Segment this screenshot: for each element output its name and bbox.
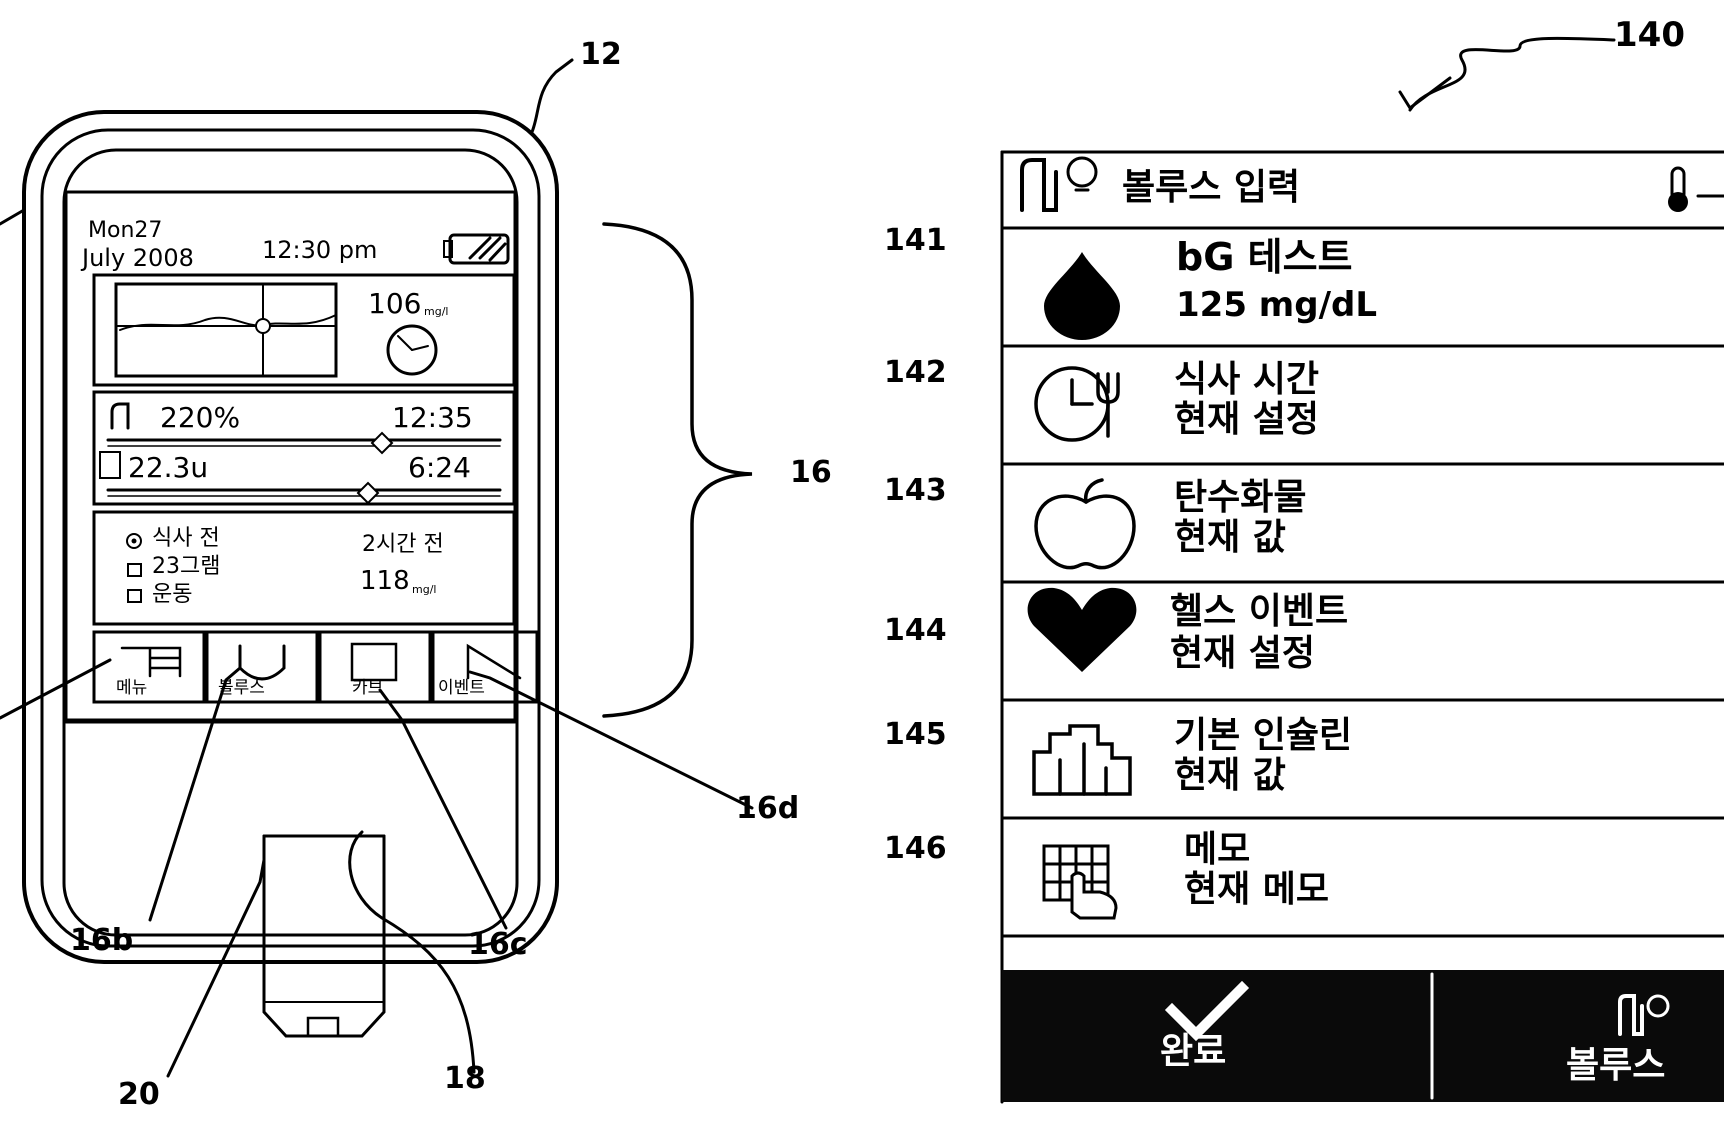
slider-knob-1 <box>370 431 394 455</box>
device-date-day: Mon27 <box>88 218 163 243</box>
event-panel <box>92 510 516 626</box>
battery-icon <box>448 233 510 265</box>
meter-device <box>0 110 559 1038</box>
device-time: 12:30 pm <box>262 236 378 264</box>
event-flag-icon <box>466 643 522 680</box>
ref-144: 144 <box>884 613 947 648</box>
device-outer-shell <box>22 110 559 964</box>
item-carbs-value: 현재 값 <box>1174 517 1286 558</box>
item-carbs-title[interactable]: 탄수화물 <box>1174 477 1307 518</box>
basal-rate-icon <box>110 402 130 430</box>
item-bg-test-value: 125 mg/dL <box>1176 285 1377 325</box>
bolus-time: 6:24 <box>408 451 471 484</box>
glucose-value: 106 <box>368 287 422 320</box>
basal-insulin-icon <box>1032 724 1132 796</box>
strip-contact <box>306 1016 340 1038</box>
trend-panel <box>92 273 516 387</box>
trend-graph <box>114 282 338 378</box>
basal-time: 12:35 <box>392 401 473 434</box>
hours-ago-label: 2시간 전 <box>362 532 444 557</box>
bolus-panel <box>92 390 516 506</box>
basal-percent: 220% <box>160 401 241 434</box>
bolus-u-icon <box>238 644 286 681</box>
option-before-meal: 식사 전 <box>152 526 220 551</box>
item-memo-value: 현재 메모 <box>1184 869 1330 910</box>
device-date-month: July 2008 <box>82 244 194 272</box>
slider-knob-2 <box>356 481 380 505</box>
tab-carb[interactable] <box>318 630 432 704</box>
device-bezel <box>62 148 519 937</box>
device-inner-shell <box>40 128 541 948</box>
glucose-unit: mg/l <box>424 305 449 318</box>
bolus-header-icon <box>1020 158 1058 212</box>
item-health-event-value: 현재 설정 <box>1170 633 1316 674</box>
clock-icon <box>386 324 438 376</box>
bracket-16 <box>602 222 753 718</box>
tab-event[interactable] <box>431 630 539 704</box>
carb-icon <box>350 642 398 682</box>
ref-145: 145 <box>884 717 947 752</box>
ref-20: 20 <box>118 1077 160 1112</box>
ref-16d: 16d <box>736 791 800 826</box>
done-button[interactable]: 완료 <box>1160 1031 1227 1072</box>
ref-16: 16 <box>790 455 832 490</box>
apple-icon <box>1034 478 1136 570</box>
option-grams: 23그램 <box>152 554 221 579</box>
bolus-entry-screen <box>1000 150 1724 1104</box>
ref-12: 12 <box>580 37 622 72</box>
item-basal-insulin-title[interactable]: 기본 인슐린 <box>1174 715 1353 756</box>
item-health-event-title[interactable]: 헬스 이벤트 <box>1170 591 1349 632</box>
ref-140: 140 <box>1614 15 1685 55</box>
bolus-footer-icon <box>1618 994 1644 1036</box>
ref-146: 146 <box>884 831 947 866</box>
bolus-mini-icon <box>99 451 121 479</box>
tab-event-label: 이벤트 <box>438 678 485 698</box>
meal-clock-icon <box>1034 366 1120 442</box>
tab-carb-label: 카브 <box>352 678 384 698</box>
tab-menu-label: 메뉴 <box>116 678 148 698</box>
ref-142: 142 <box>884 355 947 390</box>
ref-16b: 16b <box>70 923 134 958</box>
ref-18: 18 <box>444 1061 486 1096</box>
screen-title: 볼루스 입력 <box>1122 167 1301 208</box>
item-meal-time-title[interactable]: 식사 시간 <box>1174 359 1320 400</box>
tab-bolus-label: 볼루스 <box>218 678 265 698</box>
bolus-units: 22.3u <box>128 451 209 484</box>
bottom-action-bar <box>1002 970 1724 1102</box>
option-exercise: 운동 <box>152 582 193 607</box>
item-meal-time-value: 현재 설정 <box>1174 399 1320 440</box>
heart-icon <box>1027 587 1137 672</box>
ref-16c: 16c <box>468 927 528 962</box>
ref-141: 141 <box>884 223 947 258</box>
tab-bolus[interactable] <box>205 630 319 704</box>
ref-143: 143 <box>884 473 947 508</box>
checkmark-icon <box>1164 980 1250 1042</box>
menu-icon <box>120 646 182 678</box>
item-bg-test-title[interactable]: bG 테스트 <box>1176 235 1353 279</box>
previous-reading: 118 <box>360 566 410 596</box>
item-memo-title[interactable]: 메모 <box>1184 829 1251 870</box>
leader-lines <box>0 36 1616 1078</box>
previous-reading-unit: mg/l <box>412 583 437 596</box>
blood-drop-icon <box>1044 252 1120 340</box>
memo-grid-icon <box>1042 844 1118 920</box>
bolus-button[interactable]: 볼루스 <box>1566 1045 1666 1086</box>
item-basal-insulin-value: 현재 값 <box>1174 755 1286 796</box>
